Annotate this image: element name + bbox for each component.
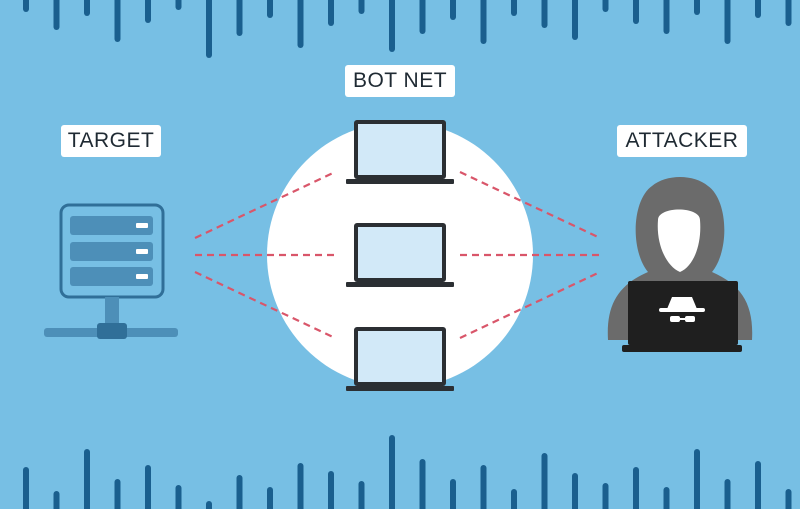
signal-bar — [145, 465, 151, 509]
signal-bar — [267, 487, 273, 509]
signal-bar — [23, 0, 29, 12]
signal-bar — [663, 0, 670, 34]
signal-bar — [694, 449, 700, 509]
laptop-icon — [346, 327, 454, 391]
signal-bar — [602, 483, 609, 509]
connection-lines — [194, 171, 601, 339]
signal-bar — [389, 0, 395, 52]
line-target-bot3 — [194, 271, 336, 339]
signal-bar — [267, 0, 273, 18]
signal-bar — [206, 501, 212, 509]
signal-bar — [633, 467, 639, 509]
bottom-signal-bars — [23, 435, 792, 509]
hooded-hacker-icon — [607, 177, 753, 352]
signal-bar — [84, 0, 90, 16]
signal-bar — [297, 463, 304, 509]
signal-bar — [328, 471, 334, 509]
signal-bar — [175, 485, 182, 509]
signal-bar — [358, 0, 365, 14]
line-target-bot1 — [194, 171, 336, 239]
signal-bar — [358, 481, 365, 509]
signal-bar — [114, 0, 121, 42]
signal-bar — [480, 0, 487, 44]
signal-bar — [114, 479, 121, 509]
signal-bar — [541, 453, 548, 509]
signal-bar — [23, 467, 29, 509]
server-icon — [44, 203, 178, 339]
signal-bar — [328, 0, 334, 26]
signal-bar — [785, 489, 792, 509]
signal-bar — [755, 461, 761, 509]
signal-bar — [633, 0, 639, 24]
signal-bar — [480, 465, 487, 509]
signal-bar — [602, 0, 609, 12]
signal-bar — [236, 0, 243, 36]
signal-bar — [694, 0, 700, 15]
signal-bar — [663, 487, 670, 509]
signal-bar — [572, 0, 578, 40]
botnet-laptop-2 — [346, 223, 454, 287]
signal-bar — [511, 489, 517, 509]
attacker-label: ATTACKER — [617, 125, 747, 157]
signal-bar — [572, 473, 578, 509]
laptop-icon — [346, 223, 454, 287]
signal-bar — [511, 0, 517, 16]
signal-bar — [755, 0, 761, 18]
line-bot1-attacker — [459, 171, 601, 239]
signal-bar — [206, 0, 212, 58]
signal-bar — [419, 0, 426, 34]
line-bot3-attacker — [459, 271, 601, 339]
signal-bar — [297, 0, 304, 48]
signal-bar — [450, 479, 456, 509]
signal-bar — [724, 0, 731, 44]
signal-bar — [785, 0, 792, 26]
signal-bar — [724, 479, 731, 509]
signal-bar — [236, 475, 243, 509]
signal-bar — [419, 459, 426, 509]
signal-bar — [145, 0, 151, 23]
botnet-laptop-3 — [346, 327, 454, 391]
signal-bar — [389, 435, 395, 509]
signal-bar — [175, 0, 182, 10]
laptop-icon — [346, 120, 454, 184]
signal-bar — [53, 491, 60, 509]
signal-bar — [450, 0, 456, 20]
botnet-label: BOT NET — [345, 65, 455, 97]
botnet-laptop-1 — [346, 120, 454, 184]
signal-bar — [84, 449, 90, 509]
signal-bar — [53, 0, 60, 30]
target-label: TARGET — [61, 125, 161, 157]
signal-bar — [541, 0, 548, 28]
top-signal-bars — [23, 0, 792, 58]
spy-hat-icon — [659, 297, 705, 322]
